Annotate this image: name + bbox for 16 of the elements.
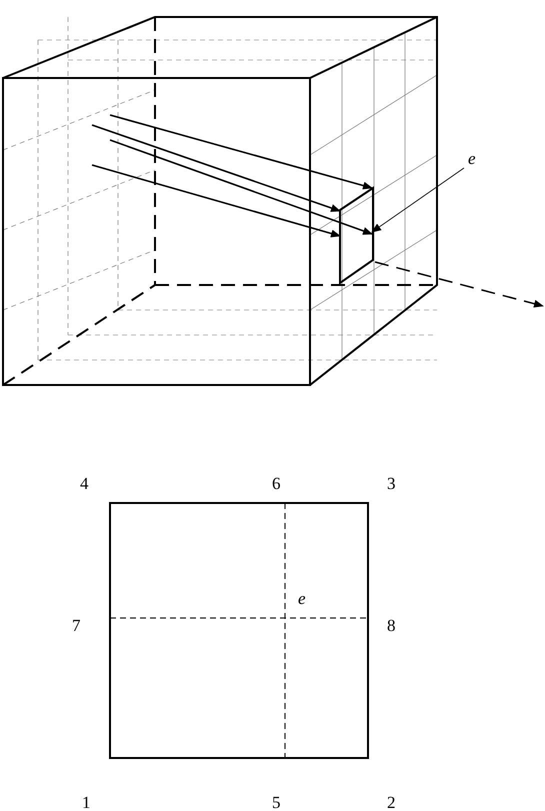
corner-number: 2	[387, 794, 396, 811]
corner-number: 7	[72, 617, 80, 635]
corner-number: 8	[387, 617, 396, 635]
arrow	[92, 124, 341, 212]
corner-number: 5	[272, 794, 280, 811]
element-box	[339, 186, 374, 285]
arrow	[92, 164, 341, 238]
corner-number: 4	[80, 475, 88, 493]
corner-number: 6	[272, 475, 280, 493]
corner-number: 1	[82, 794, 90, 811]
callout-letter: e	[468, 150, 476, 168]
corner-number: 3	[387, 475, 396, 493]
callout-letter: e	[298, 590, 306, 608]
arrow	[110, 139, 373, 235]
arrow	[110, 114, 373, 190]
leader-line	[371, 168, 464, 233]
